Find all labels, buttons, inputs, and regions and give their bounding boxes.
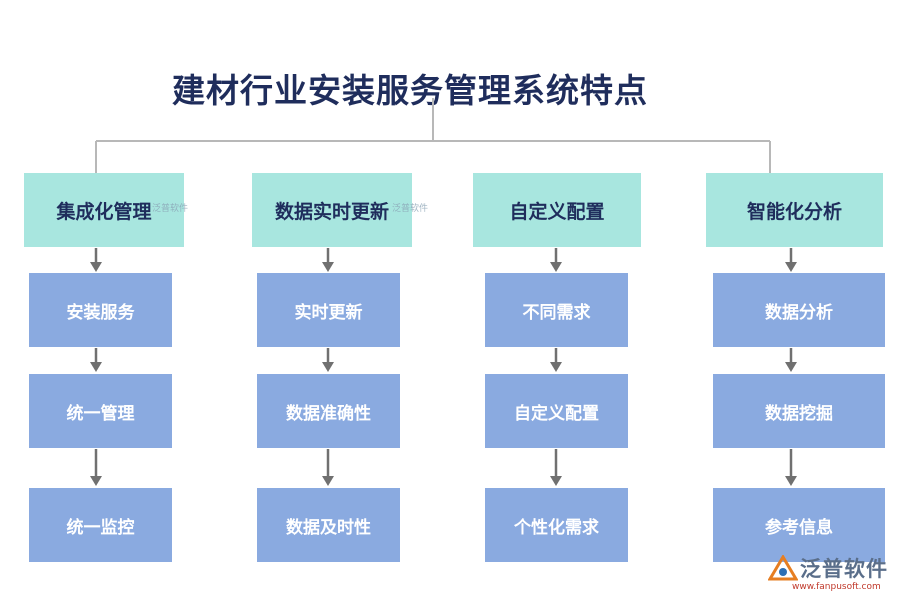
- arrow: [550, 348, 562, 372]
- item-box: 统一管理: [29, 374, 172, 448]
- arrow: [550, 248, 562, 272]
- item-box: 参考信息: [713, 488, 885, 562]
- item-box: 数据挖掘: [713, 374, 885, 448]
- logo-icon: [768, 555, 798, 581]
- item-box: 数据及时性: [257, 488, 400, 562]
- heading-label: 集成化管理: [56, 200, 152, 223]
- item-box: 统一监控: [29, 488, 172, 562]
- arrow: [90, 248, 102, 272]
- item-box: 数据分析: [713, 273, 885, 347]
- heading-label: 数据实时更新: [274, 200, 389, 223]
- column-heading-4: 智能化分析: [706, 173, 883, 247]
- heading-label: 自定义配置: [509, 200, 605, 223]
- brand-logo: 泛普软件: [768, 553, 888, 583]
- column-heading-2: 数据实时更新 泛普软件: [252, 173, 428, 247]
- arrow: [322, 449, 334, 486]
- arrow: [90, 348, 102, 372]
- heading-label: 智能化分析: [746, 200, 842, 223]
- watermark-text: 泛普软件: [392, 204, 429, 214]
- item-box: 数据准确性: [257, 374, 400, 448]
- column-heading-1: 集成化管理 泛普软件: [24, 173, 188, 247]
- item-box: 实时更新: [257, 273, 400, 347]
- arrow: [785, 348, 797, 372]
- item-box: 不同需求: [485, 273, 628, 347]
- logo-name: 泛普软件: [800, 557, 888, 581]
- arrow: [785, 449, 797, 486]
- arrow: [785, 248, 797, 272]
- logo-url: www.fanpusoft.com: [792, 582, 881, 592]
- arrow: [322, 348, 334, 372]
- item-box: 自定义配置: [485, 374, 628, 448]
- item-box: 安装服务: [29, 273, 172, 347]
- arrow: [322, 248, 334, 272]
- arrow: [550, 449, 562, 486]
- arrow: [90, 449, 102, 486]
- watermark-text: 泛普软件: [152, 204, 189, 214]
- column-heading-3: 自定义配置: [473, 173, 641, 247]
- page-title: 建材行业安装服务管理系统特点: [172, 71, 648, 110]
- item-box: 个性化需求: [485, 488, 628, 562]
